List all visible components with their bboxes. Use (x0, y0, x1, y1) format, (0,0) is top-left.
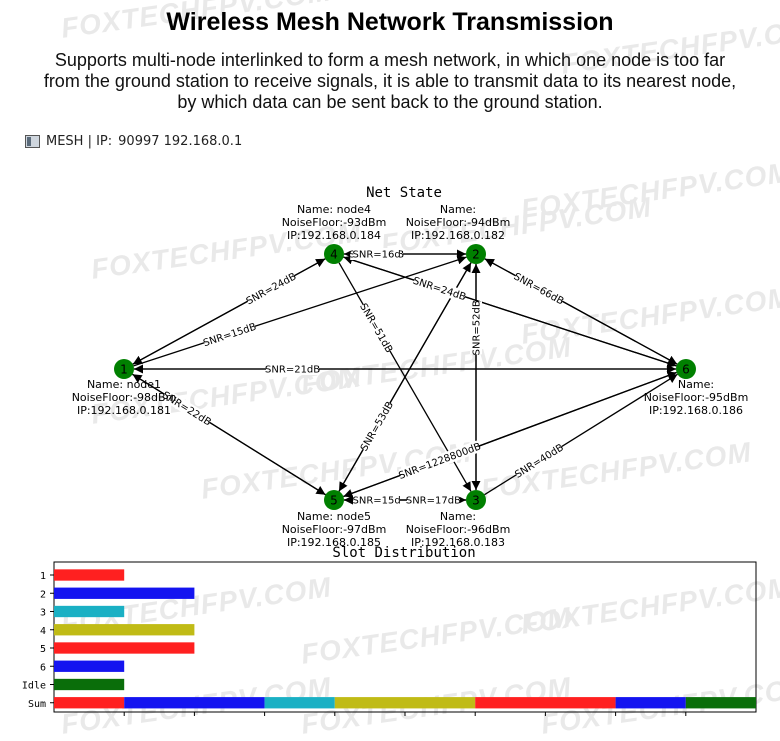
edge-label-bg (161, 389, 213, 428)
node-info-line: NoiseFloor:-94dBm (406, 216, 511, 229)
node-id-label: 5 (330, 494, 338, 508)
edge-label-bg (353, 248, 400, 260)
sum-segment-3 (264, 697, 335, 709)
page-title: Wireless Mesh Network Transmission (166, 8, 614, 36)
node-info-line: Name: node4 (297, 203, 371, 216)
edge-label-6-1: SNR=21dB (265, 363, 320, 376)
edge-label-bg (202, 320, 257, 349)
sum-segment-4 (334, 697, 476, 709)
sum-segment-6 (615, 697, 686, 709)
y-tick-label: Idle (22, 681, 46, 692)
edge-label-bg (358, 301, 395, 354)
mesh-status-label: MESH | IP: (46, 133, 113, 149)
node-id-label: 6 (682, 363, 690, 377)
edge-label-5-3: SNR=17dB (406, 494, 461, 507)
edge-label-bg (513, 441, 565, 480)
slot-bar-2 (54, 587, 195, 599)
slot-bar-4 (54, 624, 195, 636)
edge-label-text: SNR=15d (352, 496, 400, 507)
edge-label-text: SNR=16d (352, 250, 400, 261)
node-circle (324, 490, 344, 510)
node-info-line: Name: (440, 203, 476, 216)
net-state-title: Net State (366, 185, 442, 201)
edge-label-bg (470, 301, 482, 355)
node-info-line: IP:192.168.0.186 (649, 404, 743, 417)
node-4: 4 Name: node4NoiseFloor:-93dBmIP:192.168.… (282, 203, 387, 264)
edge-label-bg (412, 274, 467, 303)
node-info-line: NoiseFloor:-93dBm (282, 216, 387, 229)
edge-6-5 (343, 371, 677, 498)
node-info-line: Name: node5 (297, 510, 371, 523)
window-icon (25, 134, 40, 148)
node-info-line: NoiseFloor:-96dBm (406, 523, 511, 536)
sum-segment-Idle (685, 697, 756, 709)
node-info-line: Name: node1 (87, 378, 161, 391)
edge-label-bg (358, 400, 395, 453)
node-info-line: IP:192.168.0.183 (411, 536, 505, 549)
node-info-line: Name: (440, 510, 476, 523)
edge-2-5 (338, 262, 472, 492)
node-info-line: NoiseFloor:-98dBm (72, 391, 177, 404)
edge-label-bg (398, 440, 481, 481)
edge-label-3-5: SNR=15d (352, 494, 401, 507)
node-id-label: 4 (330, 248, 338, 262)
node-info-line: Name: (678, 378, 714, 391)
y-tick-label: Sum (28, 699, 46, 710)
node-info-line: IP:192.168.0.182 (411, 229, 505, 242)
node-info-line: NoiseFloor:-97dBm (282, 523, 387, 536)
edge-label-bg (512, 270, 566, 307)
edge-label-text: SNR=52dB (472, 300, 483, 355)
y-tick-label: 1 (40, 571, 46, 582)
node-info-line: IP:192.168.0.184 (287, 229, 381, 242)
edge-label-bg (266, 363, 319, 375)
sum-segment-2 (124, 697, 265, 709)
node-circle (466, 244, 486, 264)
node-info-line: NoiseFloor:-95dBm (644, 391, 749, 404)
node-id-label: 2 (472, 248, 480, 262)
node-circle (324, 244, 344, 264)
y-tick-label: 3 (40, 608, 46, 619)
edge-label-text: SNR=17dB (406, 496, 461, 507)
y-tick-label: 6 (40, 662, 46, 673)
edge-label-bg (244, 270, 298, 307)
node-id-label: 1 (120, 363, 128, 377)
sum-segment-5 (475, 697, 616, 709)
y-tick-label: 4 (40, 626, 46, 637)
mesh-status-bar: MESH | IP: 90997 192.168.0.1 (25, 132, 242, 150)
slot-chart-title: Slot Distribution (332, 545, 475, 561)
slot-bar-5 (54, 642, 195, 654)
edge-label-3-2: SNR=52dB (470, 300, 483, 355)
y-tick-label: 2 (40, 589, 46, 600)
slot-bar-6 (54, 660, 125, 672)
slot-chart-frame (53, 561, 757, 713)
edge-label-bg (353, 494, 400, 506)
edge-1-2 (133, 255, 467, 367)
node-circle (676, 359, 696, 379)
node-circle (114, 359, 134, 379)
slot-bar-3 (54, 605, 125, 618)
edge-label-bg (407, 494, 460, 506)
edge-label-text: SNR=21dB (265, 365, 320, 376)
net-state-graph: Net StateSNR=11dBSNR=16dSNR=18dBSNR=24dB… (72, 185, 749, 549)
page-description: Supports multi-node interlinked to form … (43, 50, 737, 112)
slot-bar-Idle (54, 678, 125, 691)
node-info-line: IP:192.168.0.185 (287, 536, 381, 549)
sum-segment-1 (54, 697, 125, 709)
node-info-line: IP:192.168.0.181 (77, 404, 171, 417)
mesh-status-value: 90997 192.168.0.1 (118, 133, 243, 149)
y-tick-label: 5 (40, 644, 46, 655)
node-id-label: 3 (472, 494, 480, 508)
edge-label-2-4: SNR=16d (352, 248, 401, 261)
node-circle (466, 490, 486, 510)
slot-bar-1 (54, 569, 125, 581)
edge-6-4 (343, 255, 677, 367)
